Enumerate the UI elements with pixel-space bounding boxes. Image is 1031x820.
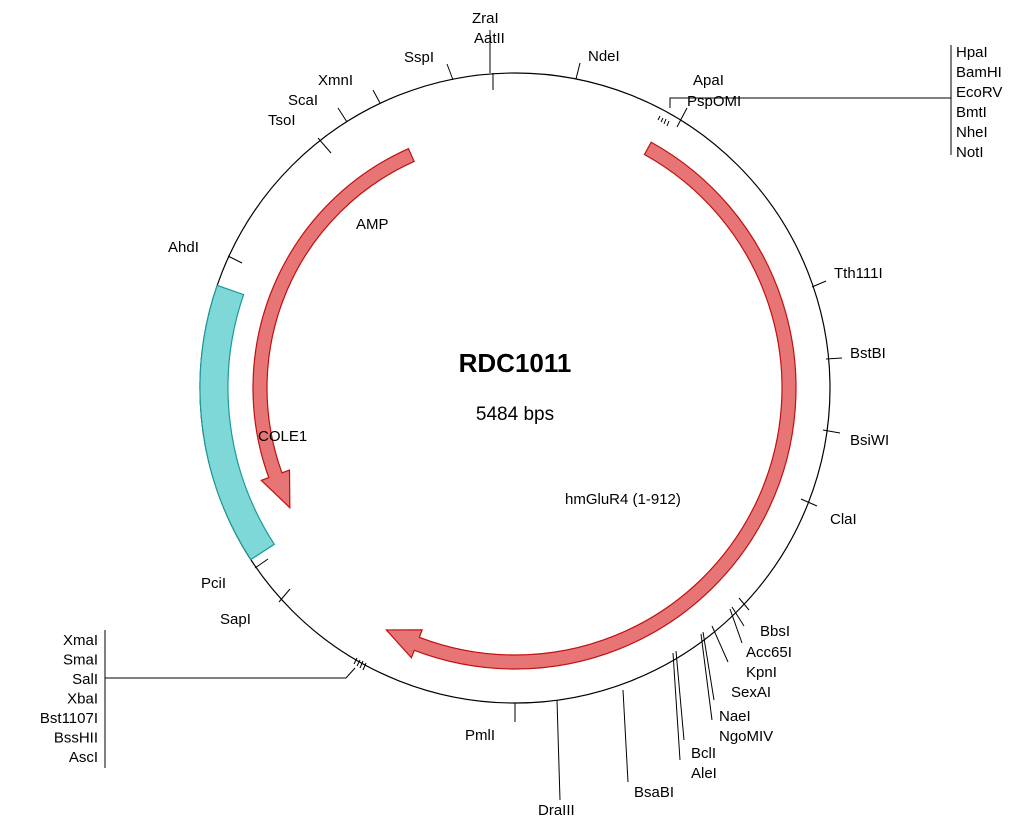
mcs-right-cluster bbox=[657, 45, 952, 155]
site-asci: AscI bbox=[69, 749, 98, 766]
site-acc65i: Acc65I bbox=[746, 644, 792, 661]
site-bcli: BclI bbox=[691, 745, 716, 762]
site-aatii: AatII bbox=[474, 30, 505, 47]
plasmid-size: 5484 bps bbox=[476, 404, 554, 425]
site-sexai: SexAI bbox=[731, 684, 771, 701]
site-kpni: KpnI bbox=[746, 664, 777, 681]
site-tick-bsabi bbox=[622, 689, 629, 783]
site-tick-bbsi bbox=[738, 597, 750, 611]
site-clai: ClaI bbox=[830, 511, 857, 528]
site-tick-bstbi bbox=[825, 357, 843, 360]
site-xmni: XmnI bbox=[318, 72, 353, 89]
site-nhei: NheI bbox=[956, 124, 988, 141]
site-pspomi: PspOMI bbox=[687, 93, 741, 110]
hmglur4-feature-arrow bbox=[385, 141, 797, 670]
site-bsabi: BsaBI bbox=[634, 784, 674, 801]
site-scai: ScaI bbox=[288, 92, 318, 109]
site-ahdi: AhdI bbox=[168, 239, 199, 256]
mcs-left-labels: XmaI SmaI SalI XbaI Bst1107I BssHII AscI bbox=[40, 632, 98, 766]
site-tick-naei bbox=[702, 631, 715, 701]
site-naei: NaeI bbox=[719, 708, 751, 725]
site-bbsi: BbsI bbox=[760, 623, 790, 640]
site-tick-sexai bbox=[711, 625, 729, 663]
hmglur4-feature-label: hmGluR4 (1-912) bbox=[565, 491, 681, 508]
mcs-left-cluster bbox=[104, 630, 367, 768]
site-tick-pcii bbox=[254, 558, 269, 569]
site-tick-apai-pspomi bbox=[676, 107, 688, 128]
site-tick-draiii bbox=[556, 699, 561, 801]
amp-feature-label: AMP bbox=[356, 216, 389, 233]
site-tick-clai bbox=[800, 498, 818, 507]
site-tick-kpni bbox=[729, 608, 743, 644]
site-bmti: BmtI bbox=[956, 104, 987, 121]
site-tick-bcli bbox=[675, 650, 685, 741]
site-tick-sapi bbox=[278, 588, 291, 603]
site-bsshii: BssHII bbox=[54, 730, 98, 747]
site-bstbi: BstBI bbox=[850, 345, 886, 362]
site-ndei: NdeI bbox=[588, 48, 620, 65]
site-apai: ApaI bbox=[693, 72, 724, 89]
site-xmai: XmaI bbox=[63, 632, 98, 649]
site-tick-tsoi bbox=[317, 137, 332, 154]
site-bst1107i: Bst1107I bbox=[40, 710, 98, 727]
site-tick-tth111i bbox=[811, 280, 827, 288]
plasmid-title: RDC1011 bbox=[459, 348, 572, 378]
site-zrai: ZraI bbox=[472, 10, 499, 27]
site-tick-ahdi bbox=[227, 255, 243, 264]
site-tick-ngomiv bbox=[700, 633, 713, 721]
mcs-right-labels: HpaI BamHI EcoRV BmtI NheI NotI bbox=[956, 44, 1002, 161]
site-noti: NotI bbox=[956, 144, 984, 161]
site-sspi: SspI bbox=[404, 49, 434, 66]
site-smai: SmaI bbox=[63, 652, 98, 669]
site-bsiwi: BsiWI bbox=[850, 432, 889, 449]
cole1-feature-arc bbox=[199, 284, 276, 561]
site-tth111i: Tth111I bbox=[834, 265, 883, 282]
site-pcii: PciI bbox=[201, 575, 226, 592]
site-tick-xmni bbox=[372, 89, 381, 104]
site-sali: SalI bbox=[72, 671, 98, 688]
site-tick-acc65i bbox=[731, 606, 745, 627]
site-hpai: HpaI bbox=[956, 44, 988, 61]
site-tick-scai bbox=[337, 107, 348, 123]
site-ngomiv: NgoMIV bbox=[719, 728, 773, 745]
site-tick-bsiwi bbox=[822, 429, 841, 434]
site-tick-alei bbox=[672, 652, 681, 761]
site-pmli: PmlI bbox=[465, 727, 495, 744]
site-ticks bbox=[227, 30, 843, 801]
site-bamhi: BamHI bbox=[956, 64, 1002, 81]
amp-feature-arrow bbox=[252, 147, 415, 510]
site-tick-sspi bbox=[446, 63, 454, 81]
cole1-feature-label: COLE1 bbox=[258, 428, 307, 445]
site-draiii: DraIII bbox=[538, 802, 575, 819]
site-tsoi: TsoI bbox=[268, 112, 296, 129]
site-xbai: XbaI bbox=[67, 691, 98, 708]
site-tick-ndei bbox=[575, 62, 581, 80]
plasmid-backbone bbox=[199, 72, 831, 704]
site-sapi: SapI bbox=[220, 611, 251, 628]
site-ecorv: EcoRV bbox=[956, 84, 1002, 101]
site-alei: AleI bbox=[691, 765, 717, 782]
